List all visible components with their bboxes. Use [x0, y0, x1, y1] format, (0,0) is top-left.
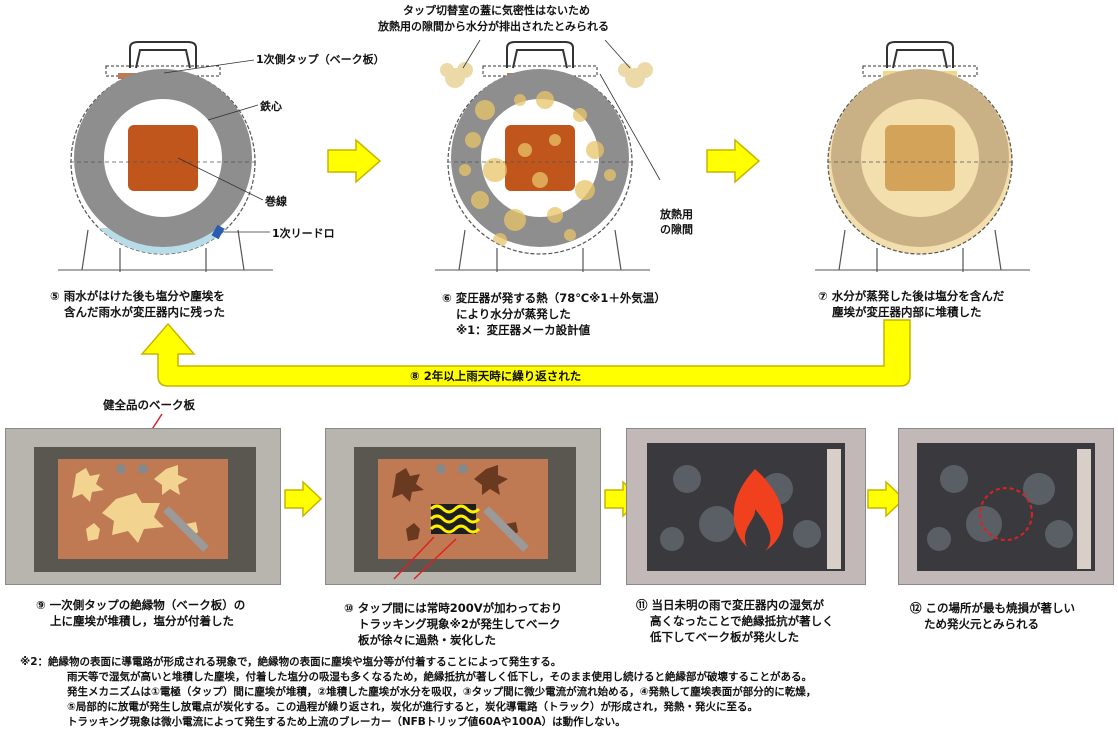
photo-step12 [898, 428, 1114, 585]
caption-step11: ⑪ 当日未明の雨で変圧器内の湿気が 高くなったことで絶縁抵抗が著しく 低下してベ… [636, 598, 834, 644]
transformer-diagram-1 [58, 41, 273, 272]
footnote-line4: ⑤局部的に放電が発生し放電点が炭化する。この過程が繰り返され，炭化が進行すると，… [67, 701, 758, 713]
photo-step10 [325, 428, 601, 585]
arrow-right-1 [327, 138, 382, 184]
footnote: ※2：絶縁物の表面に導電路が形成される現象で，絶縁物の表面に塵埃や塩分等が付着す… [20, 655, 816, 730]
caption-step12: ⑫ この場所が最も焼損が著しい ため発火元とみられる [910, 601, 1076, 631]
label-core: 鉄心 [260, 100, 282, 113]
caption-step9: ⑨ 一次側タップの絶縁物（ベーク板）の 上に塵埃が堆積し，塩分が付着した [36, 598, 246, 628]
winding-block [128, 125, 198, 191]
caption-step6: ⑥ 変圧器が発する熱（78℃※1＋外気温） により水分が蒸発した ※1：変圧器メ… [442, 291, 666, 337]
top-note-line1: タップ切替室の蓋に気密性はないため [403, 4, 590, 17]
caption-step8: ⑧ 2年以上雨天時に繰り返された [410, 369, 582, 383]
lead-port [211, 224, 225, 240]
arrow-right-2 [706, 138, 761, 184]
caption-step7: ⑦ 水分が蒸発した後は塩分を含んだ 塵埃が変圧器内部に堆積した [818, 289, 1005, 319]
label-winding: 巻線 [265, 195, 287, 208]
photo-step11 [626, 428, 866, 585]
caption-step10: ⑩ タップ間には常時200Vが加わっており トラッキング現象※2が発生してベーク… [344, 601, 563, 647]
caption-step5: ⑤ 雨水がはけた後も塩分や塵埃を 含んだ雨水が変圧器内に残った [50, 289, 225, 319]
footnote-line5: トラッキング現象は微小電流によって発生するため上流のブレーカー（NFBトリップ値… [67, 716, 626, 728]
arrow-right-3 [284, 480, 323, 518]
transformer-diagram-2 [435, 40, 661, 272]
core-ring [74, 69, 252, 247]
photo-step9 [5, 428, 281, 585]
label-lead-port: 1次リードロ [272, 227, 335, 240]
top-note-line2: 放熱用の隙間から水分が排出されたとみられる [378, 20, 609, 33]
return-arrow [140, 319, 911, 387]
label-gap2: の隙間 [660, 223, 693, 236]
vapor-bubbles [459, 91, 616, 247]
footnote-line2: 雨天等で湿気が高いと堆積した塵埃，付着した塩分の吸湿も多くなるため，絶縁抵抗が著… [67, 671, 812, 683]
arrow-right-5 [867, 480, 906, 518]
footnote-line1: ※2：絶縁物の表面に導電路が形成される現象で，絶縁物の表面に塵埃や塩分等が付着す… [20, 656, 562, 668]
dust-blobs-9 [72, 465, 198, 543]
steam-clouds [440, 62, 653, 88]
label-healthy-bake: 健全品のベーク板 [103, 398, 195, 412]
origin-circle [979, 487, 1033, 541]
footnote-line3: 発生メカニズムは①電極（タップ）間に塵埃が堆積，②堆積した塵埃が水分を吸収，③タ… [67, 686, 817, 698]
tracking-zigzag [429, 504, 481, 534]
flame-icon [733, 469, 784, 551]
label-primary-tap: 1次側タップ（ベーク板） [256, 53, 385, 66]
label-gap: 放熱用 [660, 208, 693, 221]
transformer-diagram-3 [815, 41, 1030, 272]
